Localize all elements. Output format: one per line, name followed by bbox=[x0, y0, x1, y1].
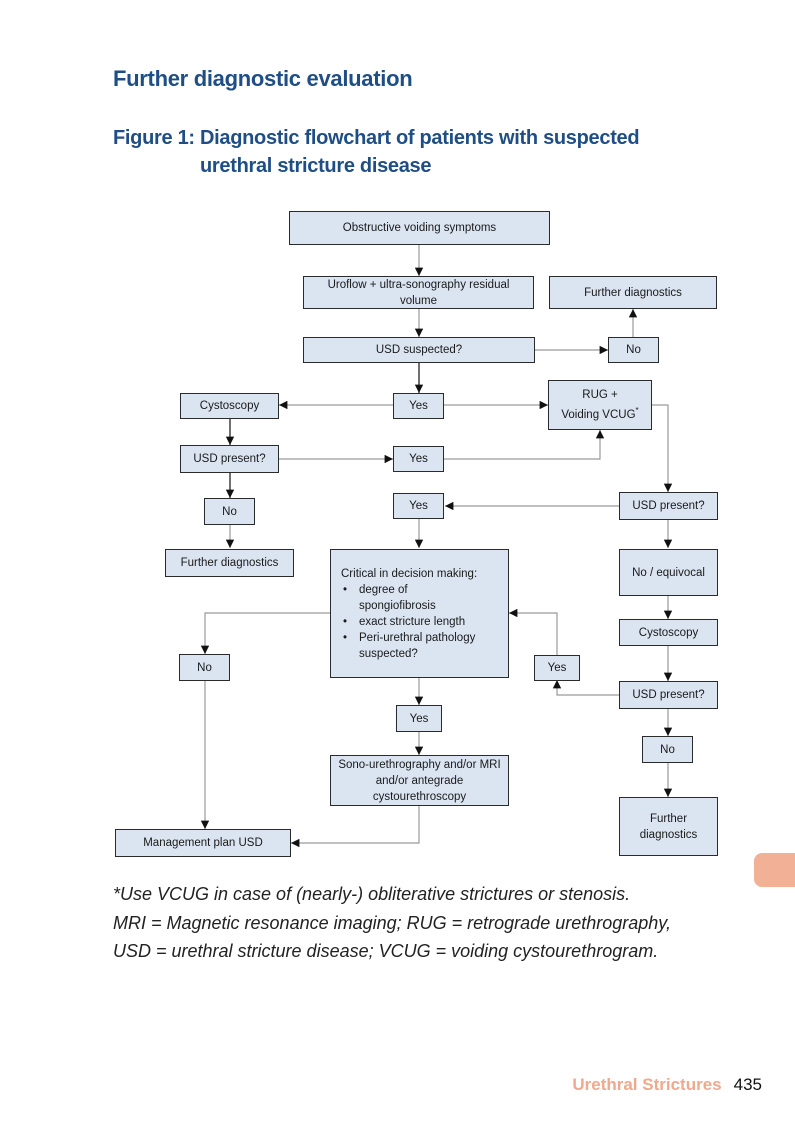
node-label: Obstructive voiding symptoms bbox=[342, 222, 497, 234]
node-label: Yes bbox=[409, 500, 428, 512]
node-sono-urethrography: Sono-urethrography and/or MRI and/or ant… bbox=[330, 755, 509, 806]
node-label: Further diagnostics bbox=[180, 557, 279, 569]
section-heading: Further diagnostic evaluation bbox=[113, 66, 413, 91]
node-further-diagnostics-left: Further diagnostics bbox=[165, 549, 294, 577]
page-number: 435 bbox=[733, 1075, 762, 1094]
node-label: No bbox=[197, 661, 212, 674]
node-label-text: Voiding VCUG bbox=[561, 408, 636, 421]
node-further-diagnostics-top: Further diagnostics bbox=[549, 276, 717, 309]
node-cystoscopy-right: Cystoscopy bbox=[619, 619, 718, 646]
node-obstructive-symptoms: Obstructive voiding symptoms bbox=[289, 211, 550, 245]
node-label: No / equivocal bbox=[632, 566, 705, 579]
node-yes-lower: Yes bbox=[393, 493, 444, 519]
node-usd-present-right2: USD present? bbox=[619, 681, 718, 709]
node-no-top: No bbox=[608, 337, 659, 363]
node-label: USD suspected? bbox=[375, 344, 463, 356]
edge-critical-no bbox=[200, 612, 330, 654]
edge-rug-usdpresent bbox=[652, 404, 673, 492]
node-label: Cystoscopy bbox=[638, 626, 699, 639]
node-critical-decision: Critical in decision making: degree of s… bbox=[330, 549, 509, 678]
chapter-tab bbox=[754, 853, 795, 887]
figure-title-line2: urethral stricture disease bbox=[200, 155, 432, 177]
note-line: USD = urethral stricture disease; VCUG =… bbox=[113, 941, 659, 961]
node-uroflow: Uroflow + ultra-sonography residual volu… bbox=[303, 276, 534, 309]
node-no-equivocal: No / equivocal bbox=[619, 549, 718, 596]
critical-item: Peri-urethral pathology suspected? bbox=[343, 630, 499, 662]
node-label: Yes bbox=[547, 662, 567, 674]
node-no-right: No bbox=[642, 736, 693, 763]
critical-list: degree of spongiofibrosis exact strictur… bbox=[341, 582, 499, 662]
node-label: Yes bbox=[409, 400, 428, 412]
figure-title: Figure 1:Diagnostic flowchart of patient… bbox=[113, 124, 640, 180]
node-label: Uroflow + ultra-sonography residual volu… bbox=[327, 278, 510, 307]
node-label: Sono-urethrography and/or MRI and/or ant… bbox=[338, 758, 501, 803]
node-label: USD present? bbox=[632, 500, 705, 512]
node-label: Management plan USD bbox=[143, 837, 263, 849]
node-label: No bbox=[222, 505, 237, 518]
edge-yes-rug-up bbox=[444, 430, 605, 460]
critical-title: Critical in decision making: bbox=[341, 567, 478, 580]
node-management-plan: Management plan USD bbox=[115, 829, 291, 857]
node-label: Further diagnostics bbox=[639, 812, 698, 841]
critical-item: exact stricture length bbox=[343, 614, 499, 630]
node-label: No bbox=[660, 743, 675, 756]
node-label: Yes bbox=[409, 453, 428, 465]
node-label: Further diagnostics bbox=[584, 286, 682, 299]
figure-notes: *Use VCUG in case of (nearly-) obliterat… bbox=[113, 880, 671, 966]
footer-section-title: Urethral Strictures bbox=[572, 1075, 722, 1094]
node-label: USD present? bbox=[632, 689, 705, 701]
node-label-line1: RUG + bbox=[582, 389, 618, 402]
edge-usdpresent2-yes bbox=[552, 680, 619, 696]
node-no-far-left: No bbox=[179, 654, 230, 681]
node-usd-present-right: USD present? bbox=[619, 492, 718, 520]
node-no-left: No bbox=[204, 498, 255, 525]
node-yes-mid: Yes bbox=[393, 446, 444, 472]
footnote-marker: * bbox=[635, 406, 639, 416]
node-usd-suspected: USD suspected? bbox=[303, 337, 535, 363]
node-yes-center: Yes bbox=[393, 393, 444, 419]
node-usd-present-left: USD present? bbox=[180, 445, 279, 473]
node-rug-vcug: RUG + Voiding VCUG* bbox=[548, 380, 652, 430]
figure-label: Figure 1: bbox=[113, 127, 195, 149]
node-yes-right: Yes bbox=[534, 655, 580, 681]
node-label: No bbox=[626, 344, 641, 356]
note-line: *Use VCUG in case of (nearly-) obliterat… bbox=[113, 884, 631, 904]
critical-content: Critical in decision making: degree of s… bbox=[341, 566, 499, 662]
edge-yes-critical bbox=[509, 608, 558, 655]
critical-item: degree of spongiofibrosis bbox=[343, 582, 469, 614]
node-label: USD present? bbox=[193, 453, 266, 465]
figure-title-line1: Diagnostic flowchart of patients with su… bbox=[200, 127, 640, 149]
node-cystoscopy-left: Cystoscopy bbox=[180, 393, 279, 419]
node-yes-bottom: Yes bbox=[396, 705, 442, 732]
node-label: Cystoscopy bbox=[199, 400, 260, 412]
node-further-diagnostics-right: Further diagnostics bbox=[619, 797, 718, 856]
note-line: MRI = Magnetic resonance imaging; RUG = … bbox=[113, 912, 671, 933]
node-label: Yes bbox=[409, 712, 429, 725]
page-footer: Urethral Strictures 435 bbox=[572, 1075, 762, 1095]
node-label-line2: Voiding VCUG* bbox=[561, 403, 638, 423]
edge-sono-management bbox=[291, 806, 420, 848]
